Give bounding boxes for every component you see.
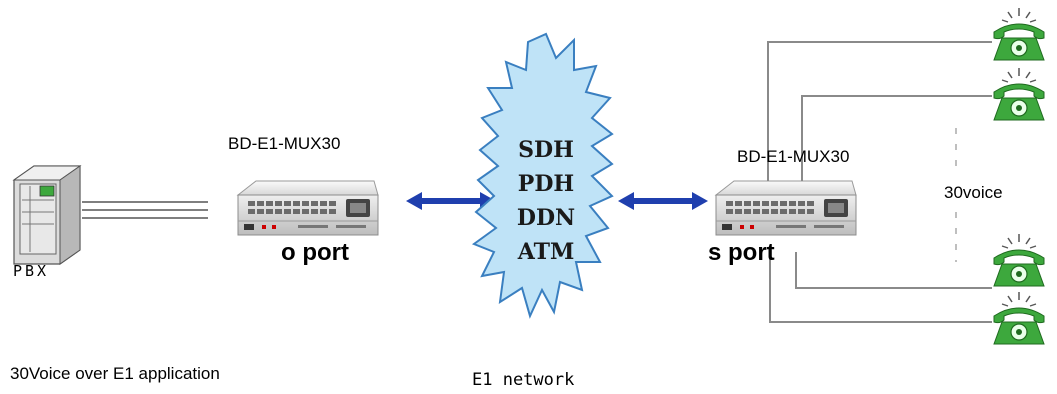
network-type-pdh: PDH: [518, 171, 574, 197]
telephone-icon: [993, 291, 1045, 345]
telephone-icon: [993, 233, 1045, 287]
left-device-title: BD-E1-MUX30: [228, 134, 341, 153]
network-caption: E1 network: [472, 370, 575, 390]
left-mux-device: [237, 180, 379, 236]
voice-count-label: 30voice: [944, 183, 1003, 202]
pbx-label: PBX: [13, 262, 50, 280]
phone-wires: [767, 41, 992, 323]
pbx-trunk-wires: [82, 201, 208, 219]
telephone-icon: [993, 7, 1045, 61]
left-port-label: o port: [281, 239, 349, 266]
right-device-title: BD-E1-MUX30: [737, 147, 850, 166]
pbx-icon: [12, 165, 82, 265]
network-type-labels: SDH PDH DDN ATM: [517, 137, 575, 265]
network-type-sdh: SDH: [518, 137, 574, 163]
network-type-atm: ATM: [517, 239, 575, 265]
network-type-ddn: DDN: [517, 205, 575, 231]
right-link-arrow: [618, 192, 708, 210]
right-port-label: s port: [708, 239, 775, 266]
e1-network-cloud: [471, 32, 614, 319]
application-caption: 30Voice over E1 application: [10, 364, 220, 383]
telephone-icon: [993, 67, 1045, 121]
right-mux-device: [715, 180, 857, 236]
